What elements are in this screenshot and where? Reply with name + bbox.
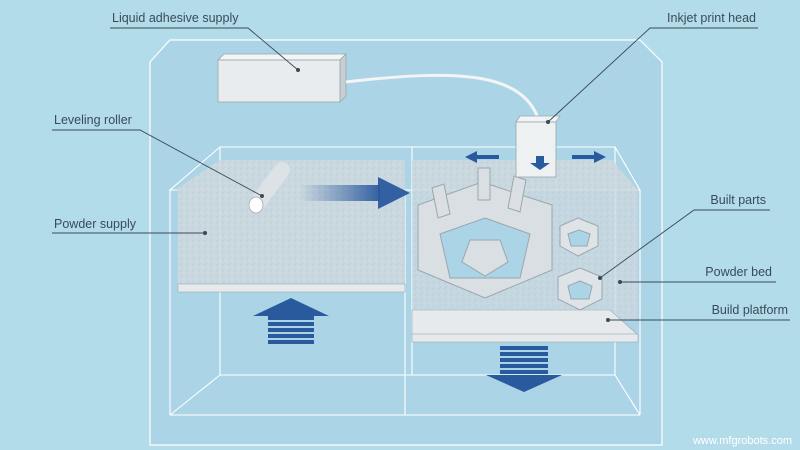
leader-lines [52,27,790,321]
label-liquid-adhesive-supply: Liquid adhesive supply [112,11,239,25]
label-leveling-roller: Leveling roller [54,113,132,127]
leader-dots [203,68,622,322]
leveling-roller [248,162,290,214]
watermark: www.mfgrobots.com [692,435,792,447]
printhead-right-arrow [572,151,606,163]
label-built-parts: Built parts [710,193,766,207]
large-built-part [417,167,553,299]
label-inkjet-print-head: Inkjet print head [667,11,756,25]
label-powder-supply: Powder supply [54,217,137,231]
build-platform-plate [411,309,639,336]
adhesive-tube [345,73,540,119]
supply-platform [177,283,406,293]
printhead-left-arrow [465,151,499,163]
small-built-part-lower [557,267,603,311]
supply-up-arrow [253,298,329,344]
inkjet-print-head [515,115,561,178]
label-powder-bed: Powder bed [705,265,772,279]
small-built-part-upper [559,217,599,257]
powder-supply-chamber [175,160,406,293]
adhesive-supply-box [217,53,347,103]
build-down-arrow [486,346,562,392]
powder-flow-arrow [300,177,410,209]
label-build-platform: Build platform [712,303,788,317]
